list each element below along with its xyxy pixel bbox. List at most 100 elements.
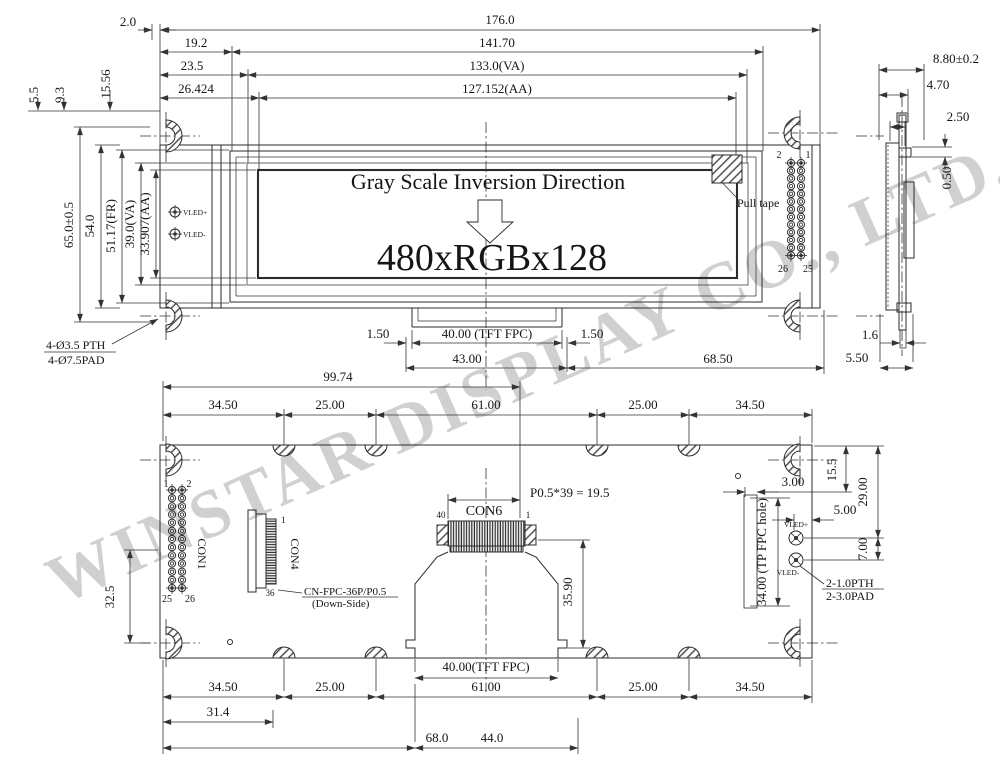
pth-note-line2: 2-3.0PAD	[826, 589, 874, 603]
dim-bot-34-50-b: 34.50	[735, 679, 764, 694]
con6-pin1-label: 1	[526, 510, 531, 520]
con6-label: CON6	[466, 504, 503, 519]
module-outlines	[159, 112, 915, 660]
vled-plus-label-bottom: VLED+	[784, 520, 808, 529]
dim-15-56: 15.56	[98, 69, 113, 99]
dim-29-00: 29.00	[855, 477, 870, 506]
edge-notch	[585, 646, 609, 659]
con1-pin25-label: 25	[162, 594, 172, 605]
mount-ear	[783, 299, 801, 333]
con1-label: CON1	[195, 538, 209, 569]
active-area-outline	[256, 168, 739, 280]
con1-pin2-label: 2	[187, 479, 192, 490]
edge-notch	[364, 646, 388, 659]
dim-3-00: 3.00	[782, 474, 805, 489]
vled-plus-label-top: VLED+	[183, 208, 207, 217]
tp-fpc-hole	[743, 494, 758, 609]
dim-43-00: 43.00	[452, 351, 481, 366]
dim-5-00: 5.00	[834, 502, 857, 517]
dim-68-0: 68.0	[426, 730, 449, 745]
dim-top-34-50-b: 34.50	[735, 397, 764, 412]
dim-9-3: 9.3	[52, 87, 67, 103]
dim-26-424: 26.424	[178, 81, 214, 96]
dim-1-6: 1.6	[862, 327, 879, 342]
dimension-lines	[28, 24, 952, 754]
con6-body	[447, 520, 526, 547]
connector-pin-grids	[166, 157, 807, 595]
con4-pin1-label: 1	[281, 515, 286, 525]
dim-51-17: 51.17(FR)	[103, 199, 118, 253]
test-point	[735, 473, 741, 479]
pin-label-1: 1	[806, 150, 811, 161]
dim-2-0: 2.0	[120, 14, 136, 29]
dim-68-50: 68.50	[703, 351, 732, 366]
edge-notch	[272, 444, 296, 457]
con4-label: CON4	[288, 538, 302, 569]
hole-note-line1: 4-Ø3.5 PTH	[46, 338, 106, 352]
display-text-resolution: 480xRGBx128	[377, 237, 607, 279]
dim-0-50: 0.50	[939, 167, 954, 190]
dim-32-5: 32.5	[102, 586, 117, 609]
dim-top-25-00-b: 25.00	[628, 397, 657, 412]
con6-pins	[449, 545, 524, 553]
dim-bot-34-50-a: 34.50	[208, 679, 237, 694]
dim-bot-61-00: 61.00	[471, 679, 500, 694]
dim-2-50: 2.50	[947, 109, 970, 124]
con6-pin40-label: 40	[437, 510, 447, 520]
con1-pin26-label: 26	[185, 594, 195, 605]
inversion-direction-arrow	[465, 199, 515, 244]
vled-minus-label-top: VLED-	[183, 230, 206, 239]
dim-7-00: 7.00	[855, 538, 870, 561]
dim-40-00-tft-fpc-bottom: 40.00(TFT FPC)	[442, 659, 529, 674]
dim-99-74: 99.74	[323, 369, 353, 384]
dim-bot-25-00-a: 25.00	[315, 679, 344, 694]
dim-133-va: 133.0(VA)	[469, 58, 524, 73]
dim-top-25-00-a: 25.00	[315, 397, 344, 412]
vled-plus-pad	[168, 205, 182, 219]
dim-top-61-00: 61.00	[471, 397, 500, 412]
vled-plus-hole	[788, 530, 804, 546]
mount-ear	[783, 626, 801, 660]
pth-note-line1: 2-1.0PTH	[826, 576, 874, 590]
dim-39-0: 39.0(VA)	[122, 200, 137, 249]
dim-31-4: 31.4	[207, 704, 230, 719]
pin-label-2: 2	[777, 150, 782, 161]
dim-40-tft-fpc: 40.00 (TFT FPC)	[442, 326, 532, 341]
pin-grid	[785, 157, 807, 262]
hole-note-line2: 4-Ø7.5PAD	[48, 353, 105, 367]
dim-5-5: 5.5	[26, 87, 41, 103]
dim-176-0: 176.0	[485, 12, 514, 27]
edge-notch	[364, 444, 388, 457]
dimension-line	[111, 318, 159, 345]
pin-label-26: 26	[778, 264, 788, 275]
test-point	[227, 639, 233, 645]
dim-141-70: 141.70	[479, 35, 515, 50]
dim-1-50-left: 1.50	[367, 326, 390, 341]
con4-pins	[265, 518, 277, 585]
dim-23-5: 23.5	[181, 58, 204, 73]
mount-ear	[783, 443, 801, 477]
dim-8-80: 8.80±0.2	[933, 51, 979, 66]
bezel-outline	[229, 150, 763, 303]
dim-35-90: 35.90	[560, 577, 575, 606]
pull-tape-shape	[711, 154, 743, 184]
mount-ear	[165, 119, 183, 153]
side-view-glass	[898, 114, 907, 331]
mount-ear	[783, 116, 801, 150]
bottom-view-board-outline	[159, 444, 813, 659]
display-text-direction: Gray Scale Inversion Direction	[351, 169, 625, 194]
dim-4-70: 4.70	[927, 77, 950, 92]
mount-ear	[165, 626, 183, 660]
vled-minus-label-bottom: VLED-	[777, 568, 800, 577]
dim-33-907: 33.907(AA)	[137, 192, 152, 255]
dim-54-0: 54.0	[82, 215, 97, 238]
con4-note-line1: CN-FPC-36P/P0.5	[304, 586, 387, 598]
dim-15-5: 15.5	[824, 459, 839, 482]
con6-pitch-note: P0.5*39 = 19.5	[530, 485, 610, 500]
tft-fpc-outline-right	[524, 551, 568, 658]
edge-notch	[677, 444, 701, 457]
dim-127-aa: 127.152(AA)	[462, 81, 532, 96]
dim-bot-25-00-b: 25.00	[628, 679, 657, 694]
